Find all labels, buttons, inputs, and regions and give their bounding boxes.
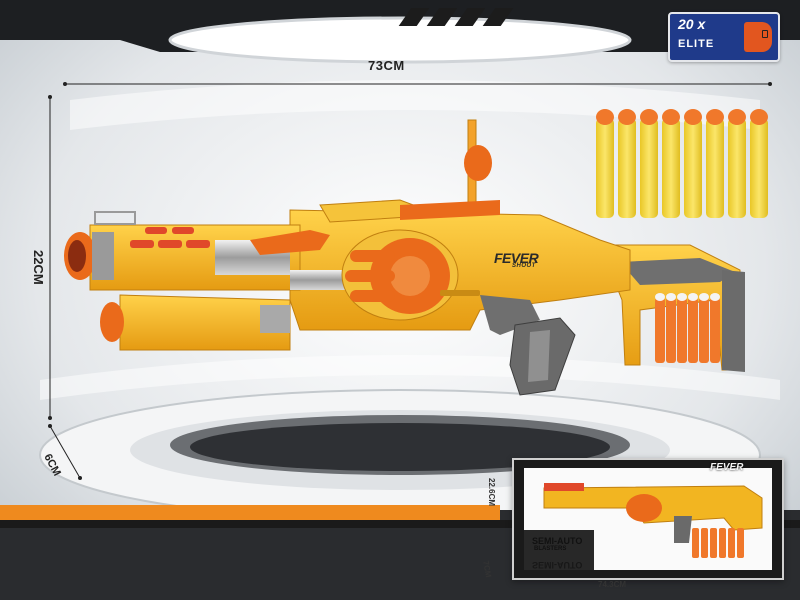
package-dart (728, 528, 735, 558)
package-dart (692, 528, 699, 558)
dart-count-badge: 20 x ELITE (668, 12, 780, 62)
badge-label: ELITE (678, 38, 715, 50)
package-dart (710, 528, 717, 558)
package-width-label: 74.3CM (598, 580, 627, 589)
package-dart (737, 528, 744, 558)
package-subtitle: BLASTERS (534, 546, 567, 552)
blaster-logo-text: FEVER (494, 250, 539, 266)
package-logo: FEVER (710, 462, 744, 473)
badge-count: 20 x (678, 16, 706, 32)
length-dimension-label: 73CM (368, 58, 405, 73)
dart-icon (744, 22, 772, 52)
height-dimension-label: 22CM (31, 250, 46, 285)
package-title-reflection: SEMI-AUTO (532, 560, 583, 570)
blaster-logo-subtext: SHOOT (512, 263, 536, 269)
package-title: SEMI-AUTO (532, 536, 583, 546)
package-blaster-image (524, 468, 772, 570)
blaster-logo: FEVER SHOOT (494, 250, 539, 269)
package-window: SEMI-AUTO BLASTERS SEMI-AUTO (524, 468, 772, 570)
package-dart (719, 528, 726, 558)
package-height-label: 22.6CM (487, 478, 496, 507)
package-box: SEMI-AUTO BLASTERS SEMI-AUTO FEVER (512, 458, 784, 580)
package-dart (701, 528, 708, 558)
